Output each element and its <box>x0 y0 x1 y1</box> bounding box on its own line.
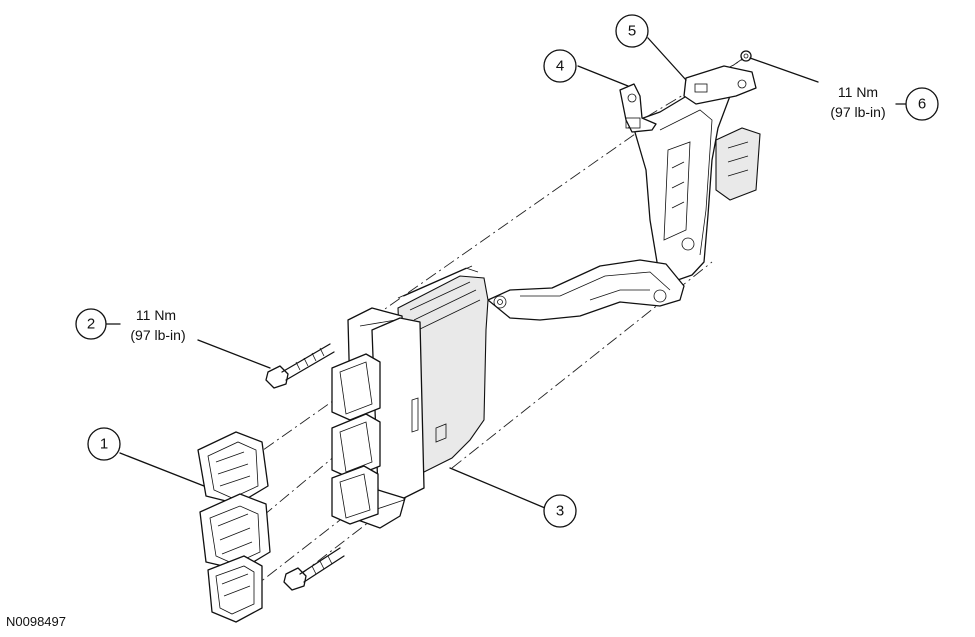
callout-4-label: 4 <box>556 58 564 75</box>
callout-6: 6 <box>905 87 939 121</box>
harness-connector-2 <box>199 493 271 571</box>
leader-lines <box>104 37 907 509</box>
lower-bolts <box>265 343 345 591</box>
callout-1: 1 <box>87 427 121 461</box>
callout-3-label: 3 <box>556 503 564 520</box>
torque-lower-metric: 11 Nm <box>136 307 176 323</box>
torque-lower-imperial: (97 lb-in) <box>130 327 185 343</box>
bolt-upper-left <box>265 343 335 389</box>
callout-1-label: 1 <box>100 436 108 453</box>
harness-connectors <box>197 431 271 623</box>
callout-3: 3 <box>543 494 577 528</box>
harness-connector-1 <box>197 431 269 505</box>
callout-2: 2 <box>75 308 107 340</box>
callout-2-label: 2 <box>87 316 95 333</box>
torque-spec-upper: 11 Nm (97 lb-in) <box>830 84 885 120</box>
torque-upper-imperial: (97 lb-in) <box>830 104 885 120</box>
connector-ports <box>331 353 381 525</box>
torque-upper-metric: 11 Nm <box>838 84 878 100</box>
harness-connector-3 <box>207 555 263 623</box>
callout-4: 4 <box>543 49 577 83</box>
callout-6-label: 6 <box>918 96 926 113</box>
powertrain-control-module <box>331 265 489 529</box>
bolt-lower-left <box>283 547 345 591</box>
callout-5-label: 5 <box>628 23 636 40</box>
torque-spec-lower: 11 Nm (97 lb-in) <box>130 307 185 343</box>
callout-5: 5 <box>615 14 649 48</box>
bracket-nut <box>740 50 752 62</box>
figure-id: N0098497 <box>6 614 66 629</box>
pcm-mounting-bracket <box>487 65 761 321</box>
